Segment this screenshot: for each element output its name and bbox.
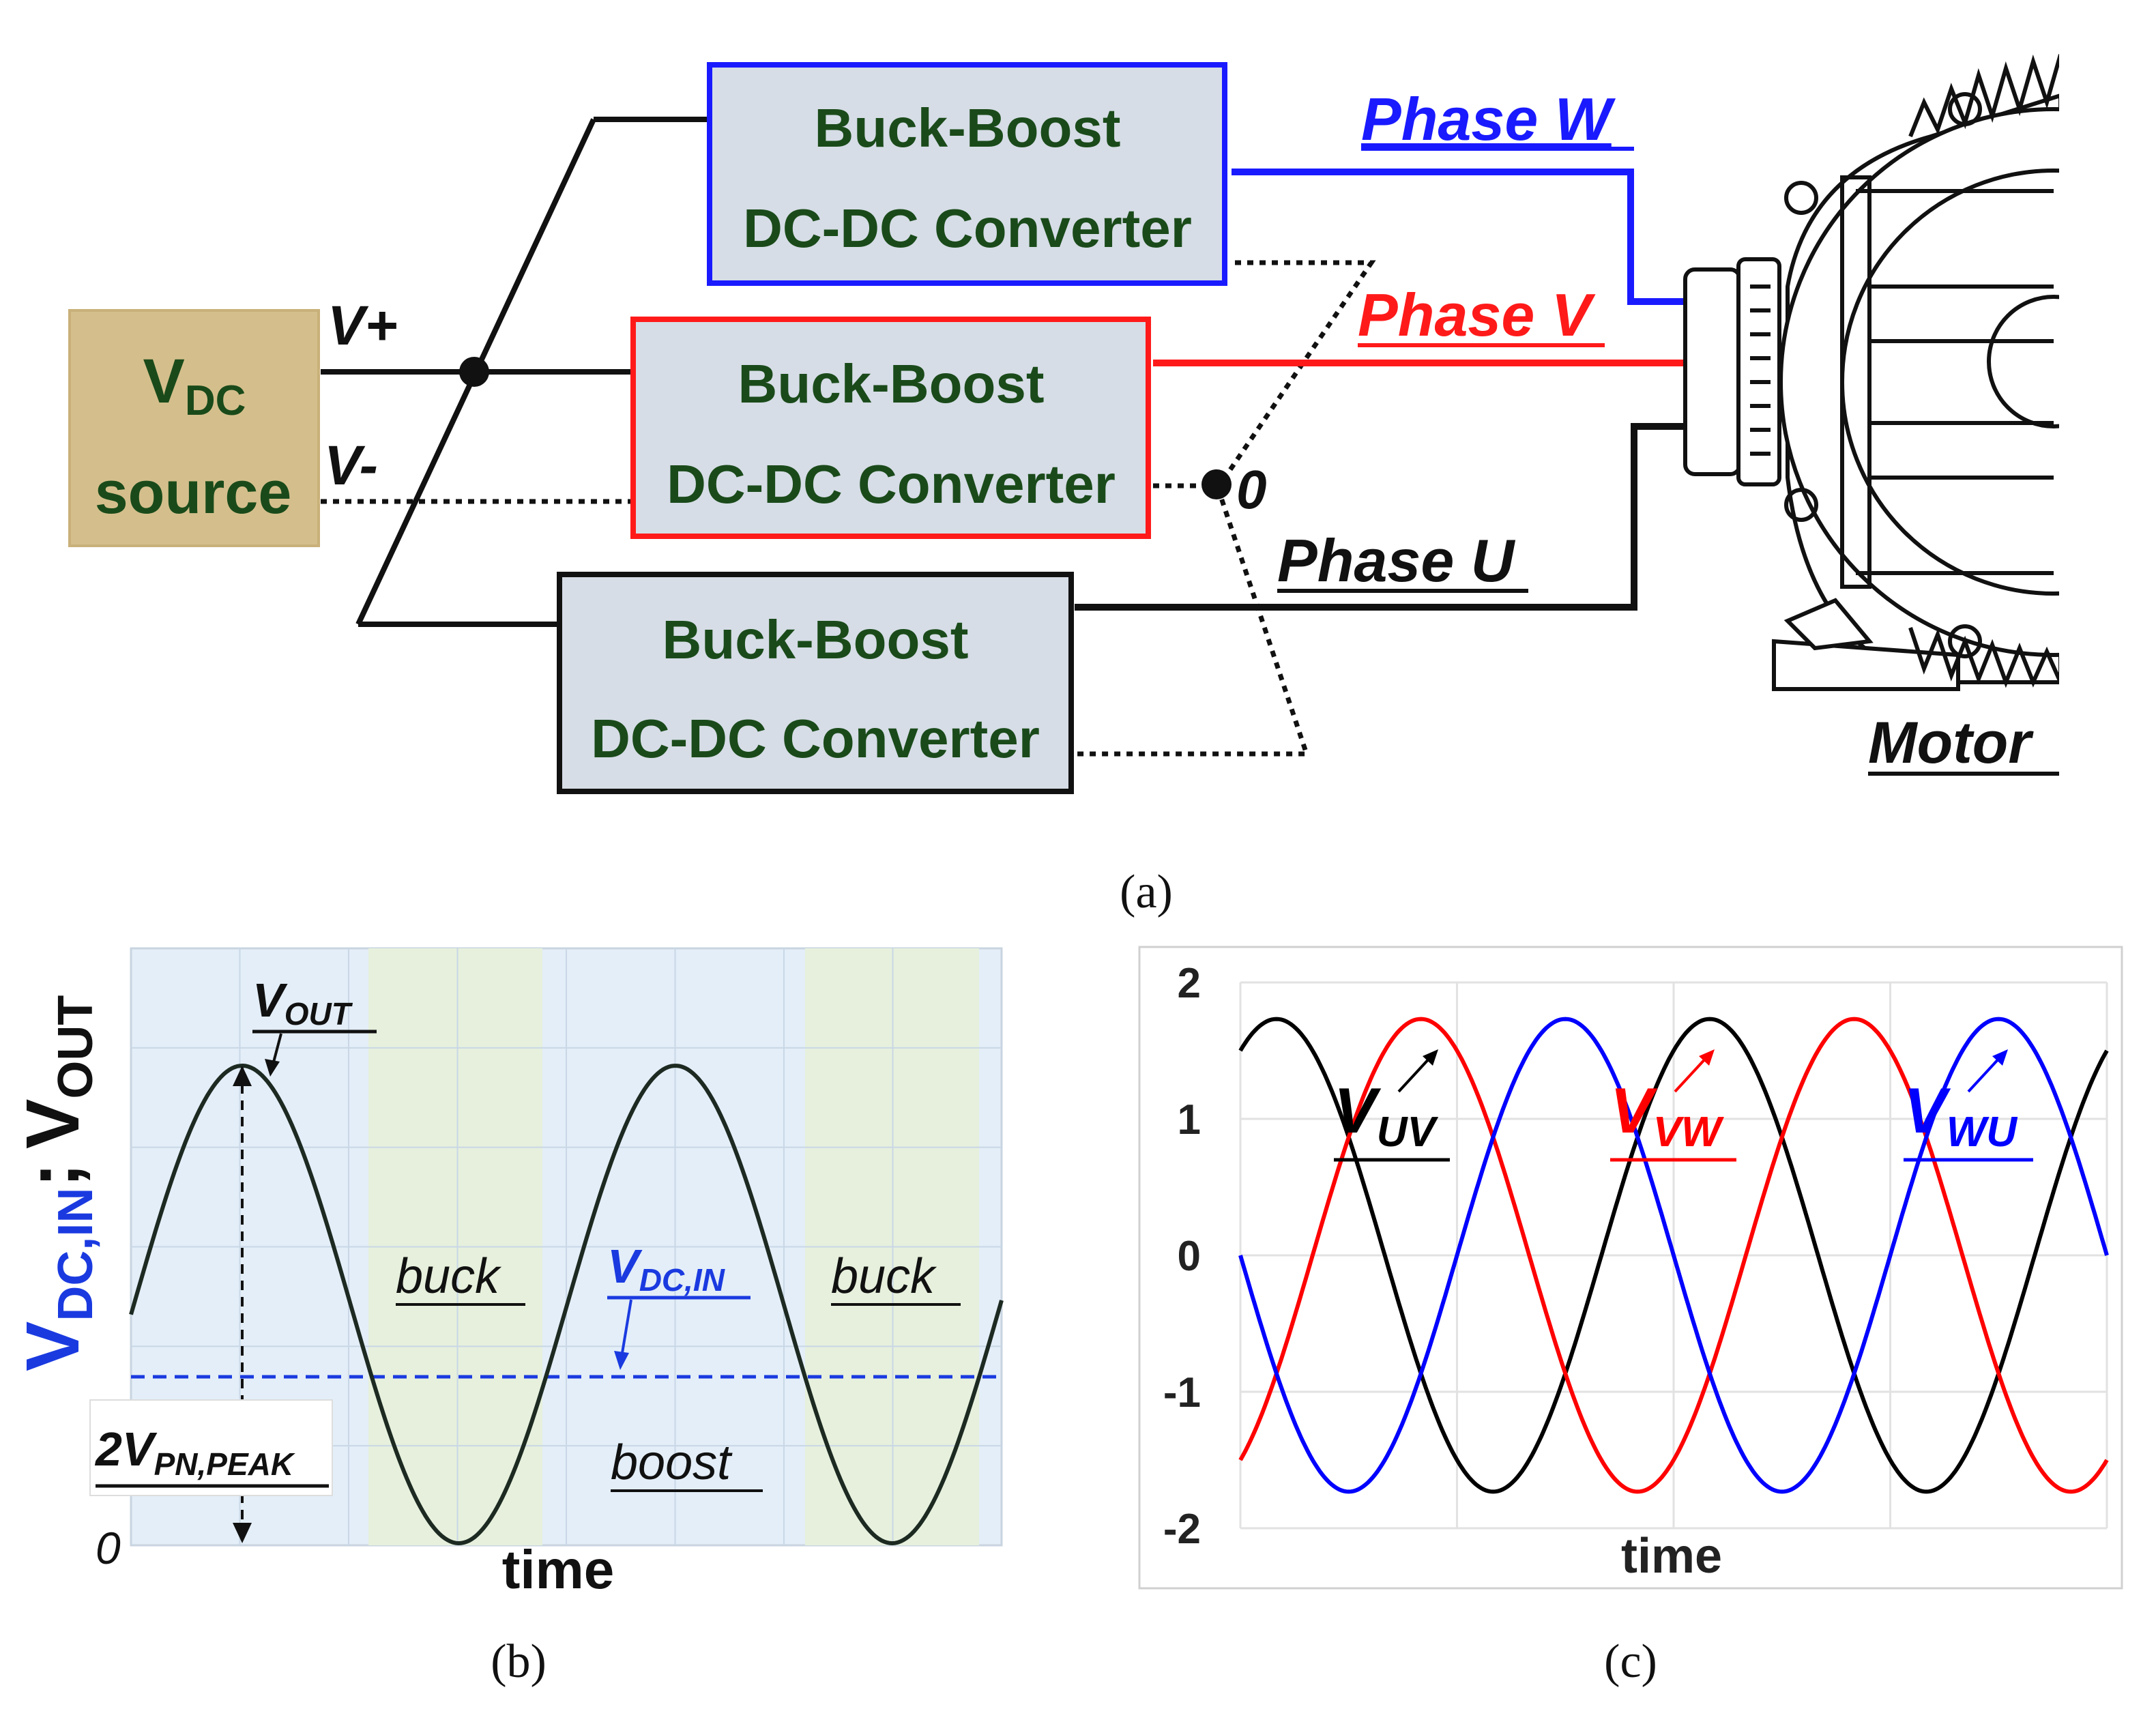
- panel-b-xlabel: time: [502, 1539, 615, 1600]
- vwu-label-arrow: [1967, 1055, 2002, 1093]
- panel-b-ylabel-sub-a: DC,IN: [48, 1188, 103, 1322]
- panel-c-frame: [1138, 946, 2123, 1590]
- vuv-curve: [1238, 1017, 2109, 1494]
- buck-label-1: buck: [396, 1249, 502, 1304]
- panel-b-ylabel-sep: ;: [11, 1163, 95, 1188]
- vuv-label-sub: UV: [1377, 1109, 1439, 1156]
- caption-c: (c): [1604, 1635, 1657, 1688]
- vvw-label-sub: VW: [1653, 1109, 1724, 1156]
- buck-label-2: buck: [831, 1249, 937, 1304]
- motor-crop-mask: [2059, 27, 2156, 778]
- converter-u-box: [557, 572, 1074, 794]
- panel-b-zero-label: 0: [96, 1523, 121, 1573]
- phase-v-label: Phase V: [1358, 281, 1596, 349]
- panel-c-xlabel: time: [1621, 1529, 1722, 1584]
- converter-u-line1: Buck-Boost: [662, 609, 969, 670]
- vuv-label-arrowhead: [1423, 1049, 1438, 1066]
- neutral-node: [1201, 469, 1232, 499]
- panel-c-y-tick: -1: [1163, 1369, 1201, 1416]
- phase-u-label: Phase U: [1277, 527, 1516, 594]
- vdc-source-text: source: [95, 458, 292, 526]
- panel-c-y-tick: 1: [1178, 1096, 1201, 1143]
- vout-annotation-sub: OUT: [285, 996, 353, 1032]
- vdcin-annotation-sub: DC,IN: [639, 1262, 725, 1298]
- vwu-label: VWU: [1904, 1075, 2018, 1156]
- neutral-label: 0: [1236, 459, 1267, 520]
- vvw-label-arrow: [1674, 1055, 1709, 1093]
- neutral-from-bottom-converter: [1075, 486, 1310, 757]
- vdcin-annotation-arrow: [620, 1299, 632, 1362]
- panel-c-y-tick: 2: [1178, 960, 1201, 1007]
- vdc-source-box: [68, 309, 320, 547]
- panel-b-gridlines: [131, 948, 1002, 1545]
- neutral-from-top-converter: [1216, 260, 1376, 489]
- panel-b-chart: 2VPN,PEAK VOUT VDC,IN buck buck boost 0 …: [11, 947, 1004, 1688]
- vwu-label-arrowhead: [1992, 1049, 2008, 1066]
- peak-label: 2VPN,PEAK: [94, 1422, 295, 1482]
- converter-v-line1: Buck-Boost: [738, 353, 1045, 414]
- panel-b-ylabel: VDC,IN;VOUT: [11, 995, 103, 1371]
- vvw-label-arrowhead: [1699, 1049, 1715, 1066]
- converter-v-box: [630, 317, 1151, 539]
- phase-w-wire: [1232, 169, 1685, 305]
- vvw-curve: [1238, 1017, 2109, 1494]
- peak-label-sub: PN,PEAK: [154, 1446, 295, 1482]
- panel-c-y-ticks: 2 1 0 -1 -2: [1163, 960, 1201, 1553]
- vwu-curve: [1238, 1017, 2109, 1494]
- vuv-label: VUV: [1334, 1075, 1438, 1156]
- vminus-label: V-: [324, 435, 378, 497]
- converter-u-line2: DC-DC Converter: [591, 708, 1040, 769]
- panel-c-chart: 2 1 0 -1 -2 VUV VVW VWU time (c): [1138, 946, 2123, 1688]
- peak-label-box: [89, 1399, 333, 1496]
- panel-c-y-tick: 0: [1178, 1233, 1201, 1280]
- vplus-label: V+: [327, 295, 398, 357]
- panel-a-schematic: VDC source V+ V- Buck-Boost DC-DC Conver…: [68, 27, 2156, 918]
- vplus-junction: [459, 357, 489, 387]
- peak-arrow-bottom: [233, 1523, 252, 1543]
- peak-arrow-top: [233, 1066, 252, 1086]
- vdcin-annotation: VDC,IN: [607, 1240, 725, 1298]
- motor-terminal-ticks: [1750, 284, 1771, 456]
- panel-c-y-tick: -2: [1163, 1506, 1201, 1553]
- converter-w-line1: Buck-Boost: [815, 98, 1121, 158]
- vuv-label-arrow: [1397, 1055, 1433, 1093]
- motor-fins: [1908, 54, 2063, 688]
- caption-a: (a): [1120, 866, 1173, 918]
- phase-u-wire: [1075, 423, 1685, 611]
- phase-w-label: Phase W: [1361, 85, 1616, 153]
- converter-w-line2: DC-DC Converter: [743, 198, 1192, 259]
- converter-w-box: [707, 62, 1227, 286]
- caption-b: (b): [491, 1635, 547, 1688]
- vout-annotation-arrowhead: [265, 1059, 280, 1077]
- panel-b-ylabel-sub-b: OUT: [48, 995, 103, 1099]
- vdcin-annotation-arrowhead: [614, 1351, 629, 1370]
- motor-label: Motor: [1868, 710, 2034, 776]
- vdc-source-label: VDC: [143, 347, 246, 424]
- vwu-label-sub: WU: [1947, 1109, 2019, 1156]
- vvw-label: VVW: [1610, 1075, 1724, 1156]
- vout-curve: [129, 1063, 1004, 1546]
- boost-label: boost: [611, 1435, 733, 1490]
- vdc-source-label-sub: DC: [185, 377, 246, 424]
- vout-annotation: VOUT: [252, 974, 353, 1032]
- converter-v-line2: DC-DC Converter: [667, 454, 1116, 514]
